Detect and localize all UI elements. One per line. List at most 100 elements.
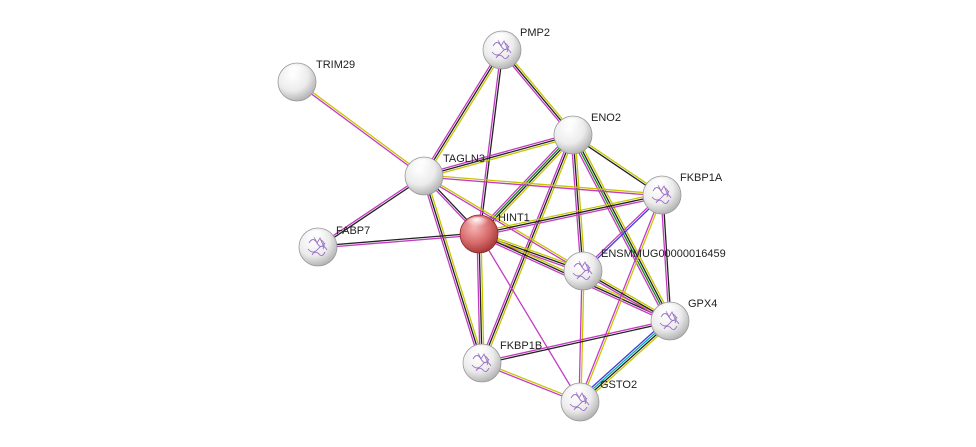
node-highlight [469,346,493,360]
edge-ensmmug00000016459-gsto2[interactable] [578,270,585,403]
node-label: TAGLN3 [443,153,485,165]
edge-fabp7-hint1[interactable] [317,232,480,249]
node-highlight [567,385,591,399]
node-gpx4[interactable]: GPX4 [650,298,717,341]
node-ensmmug00000016459[interactable]: ENSMMUG00000016459 [563,248,726,291]
evidence-line-textmining [480,136,576,237]
node-label: ENO2 [591,112,621,124]
edge-pmp2-hint1[interactable] [477,49,504,235]
node-highlight [466,217,490,231]
evidence-line-textmining [580,195,664,403]
node-label: PMP2 [520,27,550,39]
node-gsto2[interactable]: GSTO2 [560,379,637,422]
evidence-line-experiments [578,270,583,402]
evidence-line-coexpression [423,49,503,177]
evidence-line-experiments [296,82,424,178]
evidence-line-neighborhood [571,135,670,322]
evidence-line-experiments [317,174,424,247]
edge-gpx4-gsto2[interactable] [577,318,673,405]
evidence-line-experiments [578,194,662,402]
edge-hint1-fkbp1a[interactable] [478,192,663,237]
evidence-line-experiments [423,132,573,175]
node-highlight [570,254,594,268]
evidence-line-experiments [569,136,668,323]
node-highlight [305,230,329,244]
node-pmp2[interactable]: PMP2 [482,27,550,70]
node-fkbp1a[interactable]: FKBP1A [642,172,723,215]
evidence-line-experiments [421,48,501,176]
evidence-line-homology [577,318,669,401]
node-highlight [489,33,513,47]
edge-hint1-gsto2[interactable] [478,233,581,403]
edge-gpx4-fkbp1b[interactable] [481,319,671,365]
evidence-line-experiments [477,49,502,234]
edge-pmp2-tagln3[interactable] [421,48,505,178]
evidence-line-experiments [660,195,670,322]
evidence-line-coexpression [423,175,483,364]
edge-eno2-gpx4[interactable] [569,133,674,323]
node-highlight [657,304,681,318]
evidence-line-experiments [476,234,481,364]
evidence-line-experiments [423,176,662,197]
evidence-line-experiments [481,319,670,363]
edge-tagln3-fkbp1b[interactable] [421,175,485,364]
evidence-line-coexpression [573,134,672,321]
evidence-line-coexpression [662,194,672,321]
node-highlight [284,65,308,79]
node-label: FABP7 [336,225,370,237]
node-label: GPX4 [688,298,717,310]
node-label: TRIM29 [316,59,355,71]
node-fkbp1b[interactable]: FKBP1B [462,340,542,383]
node-highlight [411,159,435,173]
edge-tagln3-fabp7[interactable] [317,174,425,249]
edge-fkbp1a-gpx4[interactable] [660,194,672,322]
evidence-line-textmining [424,174,663,195]
node-hint1[interactable]: HINT1 [459,212,530,254]
edge-hint1-fkbp1b[interactable] [476,233,485,364]
node-tagln3[interactable]: TAGLN3 [404,153,485,196]
evidence-line-coexpression [423,134,574,177]
evidence-line-experiments [479,196,663,237]
evidence-line-textmining [424,174,584,271]
node-eno2[interactable]: ENO2 [553,112,621,155]
evidence-line-experiments [423,176,583,273]
evidence-line-experiments [570,135,582,272]
evidence-line-coexpression [318,176,425,249]
evidence-line-coexpression [580,321,672,404]
edge-eno2-ensmmug00000016459[interactable] [570,134,586,272]
node-label: HINT1 [498,212,530,224]
evidence-line-textmining [425,175,485,363]
evidence-line-coexpression [478,194,663,235]
node-highlight [560,118,584,132]
evidence-line-coexpression [482,321,671,365]
evidence-line-textmining [480,233,485,363]
evidence-line-textmining [580,271,585,403]
edge-trim29-tagln3[interactable] [296,80,425,178]
node-highlight [649,178,673,192]
evidence-line-coexpression [317,232,479,247]
evidence-line-coexpression [479,50,504,235]
edge-fkbp1a-gsto2[interactable] [578,194,664,403]
evidence-line-textmining [574,134,586,271]
edge-layer [296,48,674,405]
evidence-line-textmining [575,133,674,320]
edge-eno2-tagln3[interactable] [423,132,574,179]
evidence-line-experiments [318,234,480,249]
evidence-line-textmining [424,136,574,179]
evidence-line-experiments [421,176,481,364]
node-label: FKBP1A [680,172,723,184]
evidence-line-textmining [581,322,673,405]
evidence-line-textmining [297,80,425,176]
node-trim29[interactable]: TRIM29 [277,59,355,102]
evidence-line-experiments [478,233,581,403]
node-fabp7[interactable]: FABP7 [298,225,370,267]
evidence-line-textmining [425,50,505,178]
node-label: FKBP1B [500,340,542,352]
edge-tagln3-fkbp1a[interactable] [423,174,663,197]
edge-tagln3-ensmmug00000016459[interactable] [423,174,584,273]
node-label: ENSMMUG00000016459 [601,248,726,260]
node-label: GSTO2 [600,379,637,391]
evidence-line-coexpression [572,134,584,272]
